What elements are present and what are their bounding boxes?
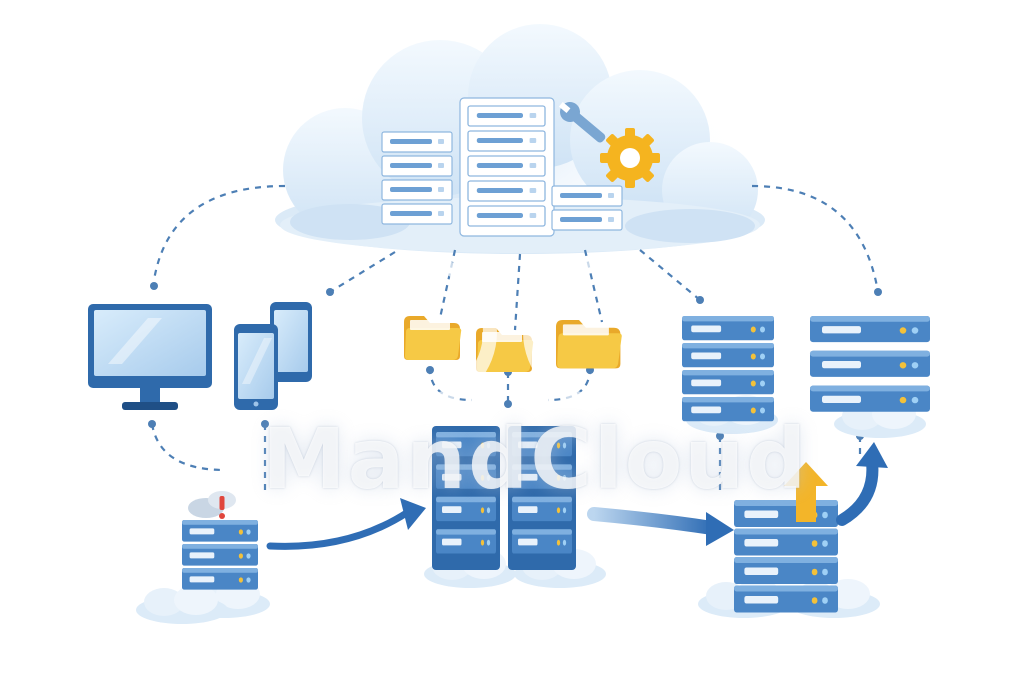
- server-rack-icon: [682, 316, 778, 434]
- curved-arrow-icon: [266, 498, 426, 550]
- cloud-server-stack-center: [459, 97, 555, 237]
- server-rack-icon: [810, 316, 930, 438]
- connector-dots: [148, 282, 882, 440]
- watermark-logo: [343, 255, 677, 409]
- folder-icon: [556, 320, 622, 369]
- curved-arrow-icon: [836, 442, 888, 526]
- smartphone-icon: [234, 324, 278, 410]
- server-rack-icon: [424, 426, 606, 588]
- smartphone-icon: [270, 302, 312, 382]
- server-rack-icon: [136, 491, 270, 624]
- folder-icon: [404, 316, 462, 360]
- up-arrow-icon: [784, 462, 828, 522]
- alert-icon: [219, 496, 225, 519]
- monitor-icon: [88, 304, 212, 410]
- gear-icon: [600, 128, 660, 188]
- wrench-icon: [558, 101, 606, 143]
- curved-arrow-icon: [587, 507, 734, 546]
